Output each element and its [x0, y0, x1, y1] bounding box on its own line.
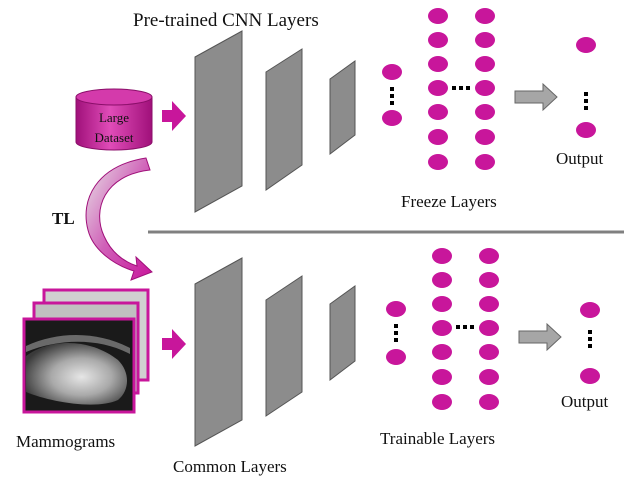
- output-label-bottom: Output: [561, 392, 609, 411]
- cnn-layer-bottom-3: [329, 285, 356, 382]
- curved-arrow-icon: [85, 157, 153, 281]
- trainable-column-1: [432, 248, 452, 410]
- mammogram-image: [26, 342, 127, 405]
- output-node: [576, 122, 596, 138]
- block-arrow-icon: [162, 101, 186, 131]
- output-node: [580, 302, 600, 318]
- output-node: [580, 368, 600, 384]
- freeze-layers-label: Freeze Layers: [401, 192, 497, 211]
- ellipsis-dots: [452, 86, 470, 90]
- block-arrow-icon: [514, 82, 558, 112]
- node: [386, 349, 406, 365]
- block-arrow-icon: [162, 329, 186, 359]
- tl-label: TL: [52, 209, 75, 228]
- top-section-title: Pre-trained CNN Layers: [133, 10, 319, 31]
- cnn-layer-bottom-2: [265, 275, 303, 417]
- ellipsis-dots: [584, 92, 588, 110]
- node: [386, 301, 406, 317]
- dataset-label-line1: Large: [99, 110, 129, 125]
- cnn-layer-top-1: [194, 30, 243, 213]
- output-node: [576, 37, 596, 53]
- dataset-label-line2: Dataset: [95, 130, 134, 145]
- freeze-column-2: [475, 8, 495, 170]
- ellipsis-dots: [588, 330, 592, 348]
- mammogram-stack: [22, 288, 150, 414]
- trainable-layers-label: Trainable Layers: [380, 429, 495, 448]
- cnn-layer-bottom-1: [194, 257, 243, 447]
- ellipsis-dots: [456, 325, 474, 329]
- block-arrow-icon: [518, 322, 562, 352]
- freeze-column-1: [428, 8, 448, 170]
- mammograms-label: Mammograms: [16, 432, 115, 451]
- output-label-top: Output: [556, 149, 604, 168]
- cnn-layer-top-2: [265, 48, 303, 191]
- trainable-column-2: [479, 248, 499, 410]
- ellipsis-dots: [390, 87, 394, 105]
- common-layers-label: Common Layers: [173, 457, 287, 476]
- database-cylinder-icon: [75, 88, 153, 151]
- cnn-layer-top-3: [329, 60, 356, 156]
- node: [382, 64, 402, 80]
- node: [382, 110, 402, 126]
- ellipsis-dots: [394, 324, 398, 342]
